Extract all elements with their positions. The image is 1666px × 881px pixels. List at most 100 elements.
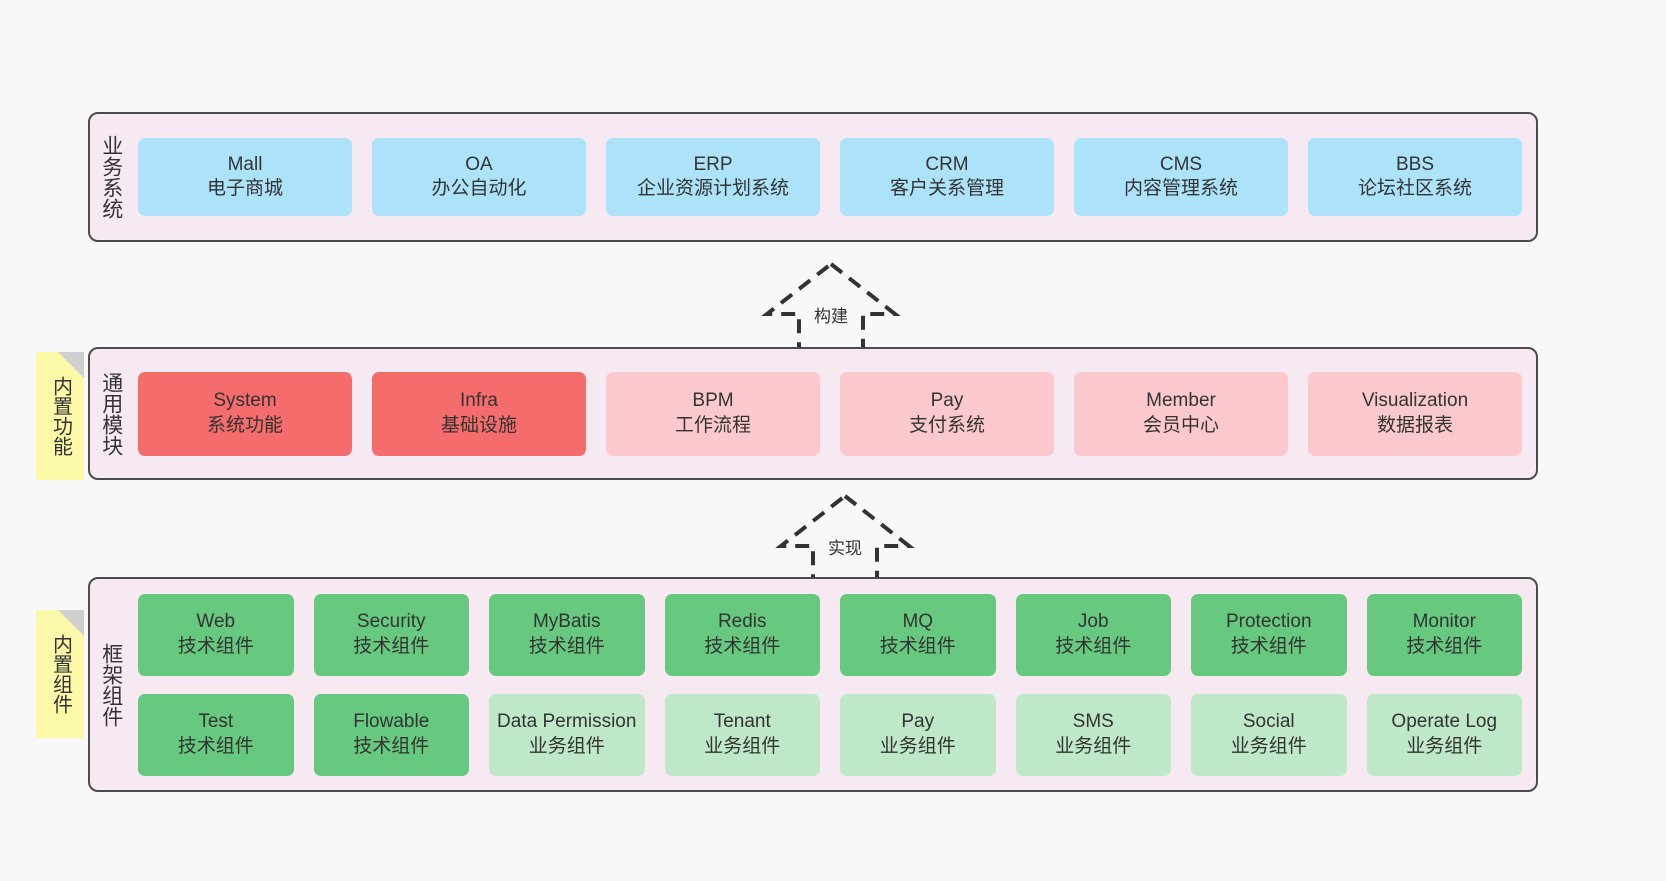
node-card-name: Infra bbox=[459, 390, 499, 412]
sticky-fold-icon bbox=[58, 610, 84, 636]
node-card[interactable]: CRM 客户关系管理 bbox=[840, 138, 1054, 216]
node-card-name: Monitor bbox=[1412, 611, 1476, 633]
node-card-name: CRM bbox=[925, 153, 969, 175]
layer-business-system: 业务系统 Mall 电子商城 OA 办公自动化 ERP 企业资源计划系统 CRM 客户关系管理… bbox=[88, 112, 1538, 242]
node-card-desc: 业务组件 bbox=[528, 735, 605, 757]
node-card-name: Data Permission bbox=[497, 711, 637, 733]
sticky-note-builtin-feature: 内置功能 bbox=[36, 352, 84, 480]
node-card-name: Job bbox=[1077, 611, 1109, 633]
layer-business-title: 业务系统 bbox=[99, 135, 123, 219]
node-card[interactable]: BBS 论坛社区系统 bbox=[1308, 138, 1522, 216]
node-card-desc: 客户关系管理 bbox=[889, 178, 1004, 199]
dashed-generalization-arrow-icon bbox=[775, 493, 915, 584]
node-card-desc: 论坛社区系统 bbox=[1357, 178, 1472, 199]
node-card-name: BBS bbox=[1395, 153, 1435, 175]
node-card-desc: 业务组件 bbox=[704, 735, 781, 757]
node-card[interactable]: OA 办公自动化 bbox=[372, 138, 586, 216]
node-card-name: Web bbox=[196, 611, 236, 633]
node-card-name: Member bbox=[1146, 390, 1216, 412]
node-card-desc: 工作流程 bbox=[674, 414, 751, 436]
connector-build: 构建 bbox=[756, 258, 906, 353]
node-card-name: Flowable bbox=[353, 711, 430, 733]
layer-common-module-title: 通用模块 bbox=[99, 371, 123, 456]
node-card-desc: 技术组件 bbox=[1230, 635, 1307, 657]
node-card-desc: 基础设施 bbox=[440, 414, 517, 436]
sticky-note-builtin-component: 内置组件 bbox=[36, 610, 84, 738]
node-card-name: Social bbox=[1242, 711, 1295, 733]
node-card-name: Visualization bbox=[1361, 390, 1469, 412]
node-card-name: OA bbox=[465, 153, 493, 175]
sticky-note-builtin-feature-label: 内置功能 bbox=[49, 376, 72, 456]
node-card-desc: 业务组件 bbox=[1406, 735, 1483, 757]
node-card-name: SMS bbox=[1072, 711, 1114, 733]
node-card-name: BPM bbox=[692, 390, 734, 412]
node-card-name: Security bbox=[356, 611, 426, 633]
node-card-name: Test bbox=[198, 711, 234, 733]
node-card-name: Pay bbox=[930, 390, 964, 412]
node-card-name: Pay bbox=[901, 711, 935, 733]
node-card-name: Mall bbox=[227, 153, 263, 175]
node-card-name: ERP bbox=[693, 153, 733, 175]
node-card-desc: 业务组件 bbox=[879, 735, 956, 757]
node-card-desc: 电子商城 bbox=[206, 178, 283, 199]
node-card-desc: 技术组件 bbox=[879, 635, 956, 657]
node-card-desc: 数据报表 bbox=[1376, 414, 1453, 436]
node-card-desc: 技术组件 bbox=[1406, 635, 1483, 657]
dashed-generalization-arrow-icon bbox=[761, 261, 901, 352]
node-card[interactable]: ERP 企业资源计划系统 bbox=[606, 138, 820, 216]
connector-implement: 实现 bbox=[770, 490, 920, 585]
node-card-desc: 技术组件 bbox=[353, 635, 430, 657]
node-card-desc: 企业资源计划系统 bbox=[636, 178, 789, 199]
node-card-name: Tenant bbox=[713, 711, 771, 733]
node-card-name: MyBatis bbox=[532, 611, 601, 633]
node-card-name: System bbox=[213, 390, 277, 412]
node-card-desc: 业务组件 bbox=[1055, 735, 1132, 757]
layer-framework-component-title: 框架组件 bbox=[99, 642, 123, 727]
node-card-desc: 技术组件 bbox=[528, 635, 605, 657]
node-card-desc: 技术组件 bbox=[177, 735, 254, 757]
node-card-name: Operate Log bbox=[1391, 711, 1498, 733]
node-card-desc: 技术组件 bbox=[704, 635, 781, 657]
node-card-desc: 办公自动化 bbox=[431, 178, 527, 199]
sticky-fold-icon bbox=[58, 352, 84, 378]
node-card-desc: 技术组件 bbox=[1055, 635, 1132, 657]
node-card-desc: 技术组件 bbox=[353, 735, 430, 757]
node-card-desc: 业务组件 bbox=[1230, 735, 1307, 757]
sticky-note-builtin-component-label: 内置组件 bbox=[49, 634, 72, 714]
node-card-desc: 技术组件 bbox=[177, 635, 254, 657]
node-card[interactable]: Mall 电子商城 bbox=[138, 138, 352, 216]
node-card-desc: 系统功能 bbox=[206, 414, 283, 436]
